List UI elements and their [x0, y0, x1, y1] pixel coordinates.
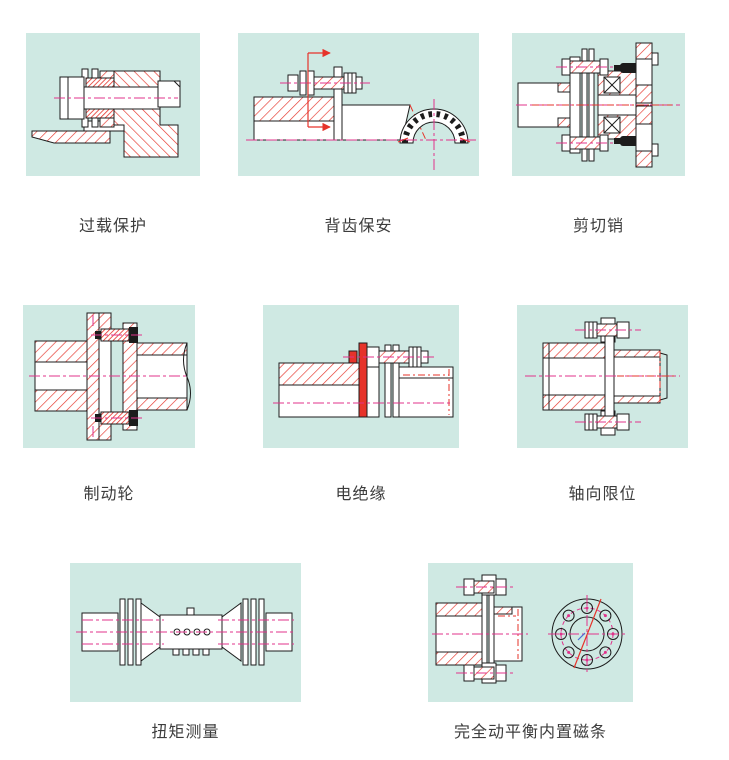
gear-ring-segment [397, 99, 471, 171]
panel-label-shear-pin: 剪切销 [572, 218, 624, 235]
right-shaft [398, 366, 454, 418]
brake-wheel-drawing [29, 312, 191, 441]
overload-protection-drawing [31, 68, 181, 158]
panel-torque-measurement [70, 563, 301, 702]
insulation-plate [358, 342, 368, 418]
bottom-bolt [575, 413, 641, 431]
shear-pins [614, 63, 640, 146]
panel-electrical-insulation [263, 305, 459, 448]
panel-axial-limit [517, 305, 688, 448]
panel-gear-backlash-safety [238, 33, 479, 176]
bolt-assembly [343, 346, 435, 368]
top-bolt [556, 58, 616, 76]
top-bolt [575, 321, 641, 339]
bolt-assembly [280, 70, 370, 96]
panel-label-brake-wheel: 制动轮 [83, 486, 135, 503]
torque-measurement-drawing [76, 598, 296, 666]
hub [253, 66, 427, 141]
panel-shear-pin [512, 33, 685, 176]
panel-dynamic-balance-magnet-strip [428, 563, 633, 702]
bottom-bolt [556, 134, 616, 152]
left-hub [278, 362, 360, 418]
bottom-bolt [91, 410, 145, 426]
panel-label-dynamic-balance-magnet-strip: 完全动平衡内置磁条 [453, 724, 607, 741]
gear-backlash-safety-drawing [246, 48, 476, 171]
top-bolt [456, 574, 514, 596]
panel-label-electrical-insulation: 电绝缘 [335, 486, 387, 503]
top-bolt [91, 327, 145, 343]
panel-label-gear-backlash-safety: 背齿保安 [324, 218, 393, 235]
bottom-bolt [456, 662, 514, 684]
torque-flow-arrows [307, 48, 331, 132]
bolt-and-linings [59, 76, 181, 120]
electrical-insulation-drawing [273, 342, 454, 418]
dynamic-balance-drawing [432, 574, 626, 684]
panel-overload-protection [26, 33, 200, 176]
end-view [548, 595, 626, 673]
panel-brake-wheel [23, 305, 195, 448]
panel-label-axial-limit: 轴向限位 [568, 486, 637, 503]
shear-pin-drawing [516, 42, 680, 168]
panel-label-torque-measurement: 扭矩测量 [151, 724, 220, 741]
panel-label-overload-protection: 过载保护 [78, 218, 147, 235]
axial-limit-drawing [525, 317, 680, 436]
